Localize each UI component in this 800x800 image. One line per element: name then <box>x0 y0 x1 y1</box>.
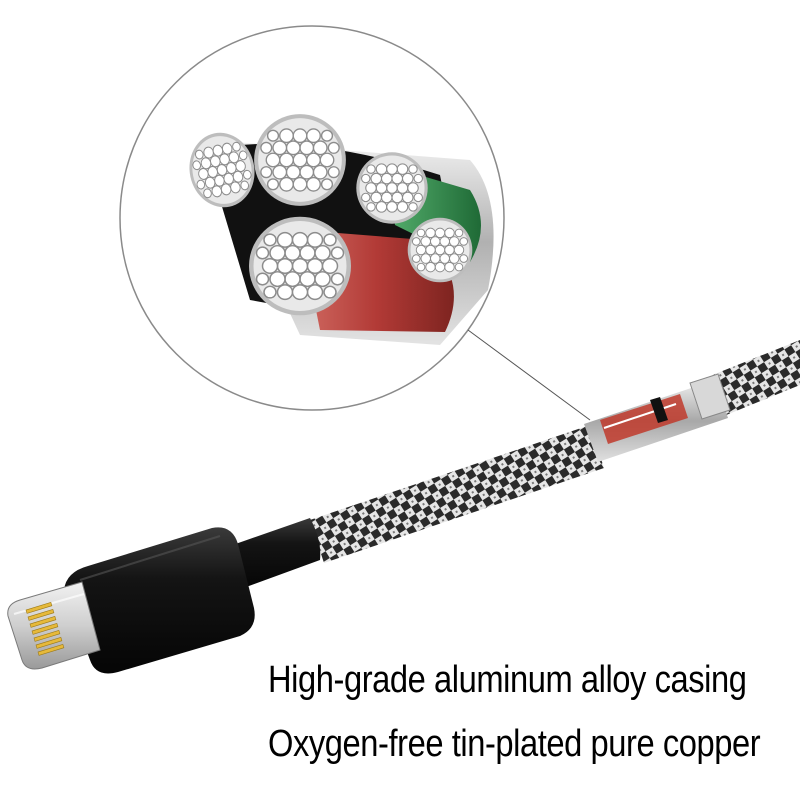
lightning-plug-tip <box>7 581 101 670</box>
conductor-bundle <box>248 215 352 317</box>
strain-relief <box>224 518 321 590</box>
caption-copper: Oxygen-free tin-plated pure copper <box>268 723 761 765</box>
connector-housing <box>64 527 255 674</box>
cable-cross-section <box>182 113 494 345</box>
exposed-wire-section <box>584 373 731 462</box>
gold-contact-pins <box>25 602 65 656</box>
conductor-bundle <box>253 113 347 207</box>
zoom-leader-line <box>467 329 591 421</box>
conductor-bundle <box>355 151 429 225</box>
conductor-bundle <box>407 217 473 283</box>
caption-casing: High-grade aluminum alloy casing <box>268 659 747 701</box>
